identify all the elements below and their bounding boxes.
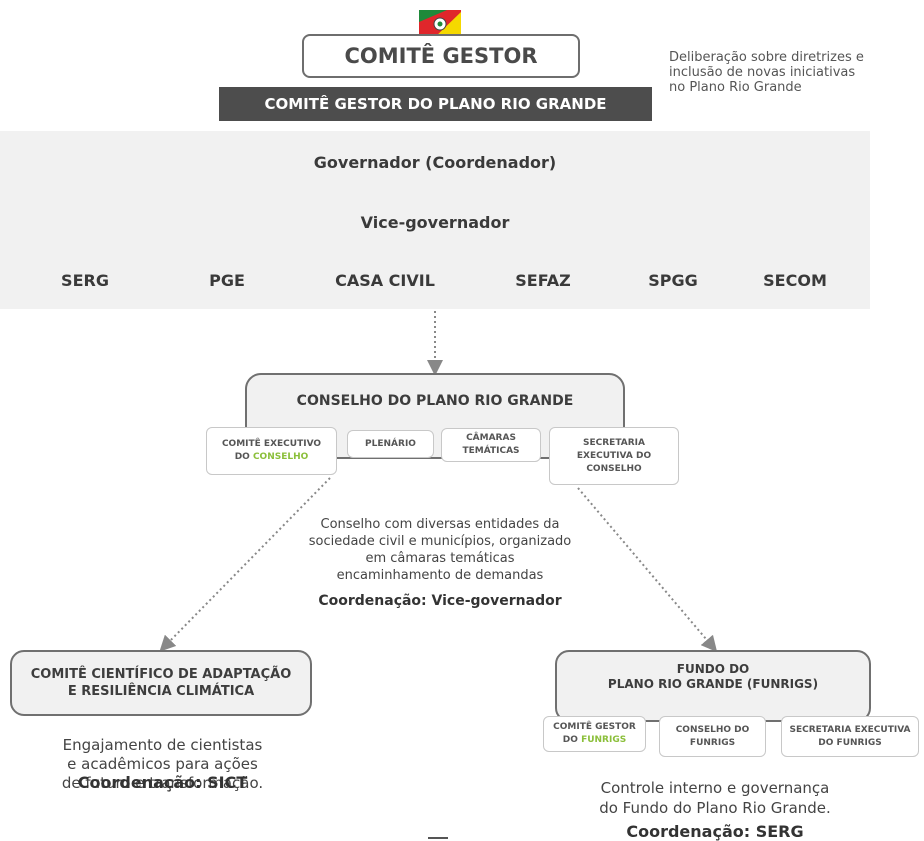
comite-executivo-prefix: DO xyxy=(234,452,253,462)
conselho-funrigs-box: CONSELHO DO FUNRIGS xyxy=(659,716,766,757)
conselho-desc-line: Conselho com diversas entidades da xyxy=(320,517,560,532)
conselho-funrigs-line1: CONSELHO DO xyxy=(675,724,750,735)
member-spgg: SPGG xyxy=(648,271,698,290)
comite-gestor-subtitle-bar: COMITÊ GESTOR DO PLANO RIO GRANDE xyxy=(219,87,652,121)
camaras-line2: TEMÁTICAS xyxy=(462,446,520,456)
conselho-funrigs-line2: FUNRIGS xyxy=(689,737,736,748)
comite-cientifico-box: COMITÊ CIENTÍFICO DE ADAPTAÇÃO E RESILIÊ… xyxy=(10,650,312,716)
vice-governor-label: Vice-governador xyxy=(360,213,510,232)
plenario-box: PLENÁRIO xyxy=(347,430,434,458)
fundo-desc-line: Controle interno e governança xyxy=(600,779,830,797)
secretaria-line2: EXECUTIVA DO xyxy=(576,450,652,461)
fundo-box: FUNDO DO PLANO RIO GRANDE (FUNRIGS) xyxy=(555,650,871,722)
comite-gestor-title: COMITÊ GESTOR xyxy=(302,34,580,78)
comite-executivo-line1: COMITÊ EXECUTIVO xyxy=(221,439,322,449)
member-secom: SECOM xyxy=(763,271,827,290)
member-sefaz: SEFAZ xyxy=(515,271,571,290)
comite-gestor-funrigs-line2: DO FUNRIGS xyxy=(563,734,626,747)
secretaria-funrigs-box: SECRETARIA EXECUTIVA DO FUNRIGS xyxy=(781,716,919,757)
fundo-desc-line: do Fundo do Plano Rio Grande. xyxy=(599,799,831,817)
conselho-title: CONSELHO DO PLANO RIO GRANDE xyxy=(296,393,574,409)
ciencia-description: Engajamento de cientistas e acadêmicos p… xyxy=(20,736,305,793)
comite-gestor-funrigs-highlight: FUNRIGS xyxy=(581,735,627,745)
conselho-coordination: Coordenação: Vice-governador xyxy=(318,593,562,609)
comite-executivo-box: COMITÊ EXECUTIVO DO CONSELHO xyxy=(206,427,337,475)
deliberation-note: Deliberação sobre diretrizes e inclusão … xyxy=(669,50,864,95)
secretaria-funrigs-line2: DO FUNRIGS xyxy=(818,737,882,748)
conselho-desc-line: sociedade civil e municípios, organizado xyxy=(308,534,572,549)
secretaria-funrigs-line1: SECRETARIA EXECUTIVA xyxy=(789,724,911,735)
secretaria-line1: SECRETARIA xyxy=(583,437,645,448)
connector-to-ciencia xyxy=(159,477,331,652)
conselho-desc-line: em câmaras temáticas xyxy=(365,551,515,566)
fundo-title-line2: PLANO RIO GRANDE (FUNRIGS) xyxy=(607,677,819,691)
ciencia-desc-line: de futuro e transformação. xyxy=(61,774,264,792)
secretaria-line3: CONSELHO xyxy=(586,463,642,474)
fundo-title-line1: FUNDO DO xyxy=(676,662,750,676)
fundo-coordination: Coordenação: SERG xyxy=(626,822,804,841)
ciencia-coordination: Coordenação: SICT xyxy=(77,773,248,792)
committee-panel xyxy=(0,131,870,309)
comite-cientifico-line2: E RESILIÊNCIA CLIMÁTICA xyxy=(67,684,255,699)
member-serg: SERG xyxy=(61,271,109,290)
secretaria-executiva-box: SECRETARIA EXECUTIVA DO CONSELHO xyxy=(549,427,679,485)
comite-cientifico-line1: COMITÊ CIENTÍFICO DE ADAPTAÇÃO xyxy=(30,667,292,682)
conselho-description: Conselho com diversas entidades da socie… xyxy=(280,516,600,584)
comite-executivo-highlight: CONSELHO xyxy=(252,452,309,462)
member-casa-civil: CASA CIVIL xyxy=(335,271,435,290)
member-pge: PGE xyxy=(209,271,245,290)
ciencia-desc-line: e acadêmicos para ações xyxy=(67,755,258,773)
rio-grande-flag-icon xyxy=(419,10,461,39)
comite-gestor-funrigs-prefix: DO xyxy=(562,735,582,745)
comite-gestor-funrigs-line1: COMITÊ GESTOR xyxy=(553,722,636,732)
comite-executivo-line2: DO CONSELHO xyxy=(235,451,309,464)
governor-label: Governador (Coordenador) xyxy=(313,153,557,172)
fundo-description: Controle interno e governança do Fundo d… xyxy=(550,778,880,818)
ciencia-desc-line: Engajamento de cientistas xyxy=(62,736,263,754)
comite-gestor-funrigs-box: COMITÊ GESTOR DO FUNRIGS xyxy=(543,716,646,752)
conselho-desc-line: encaminhamento de demandas xyxy=(336,568,544,583)
camaras-tematicas-box: CÂMARAS TEMÁTICAS xyxy=(441,428,541,462)
camaras-line1: CÂMARAS xyxy=(466,433,516,443)
